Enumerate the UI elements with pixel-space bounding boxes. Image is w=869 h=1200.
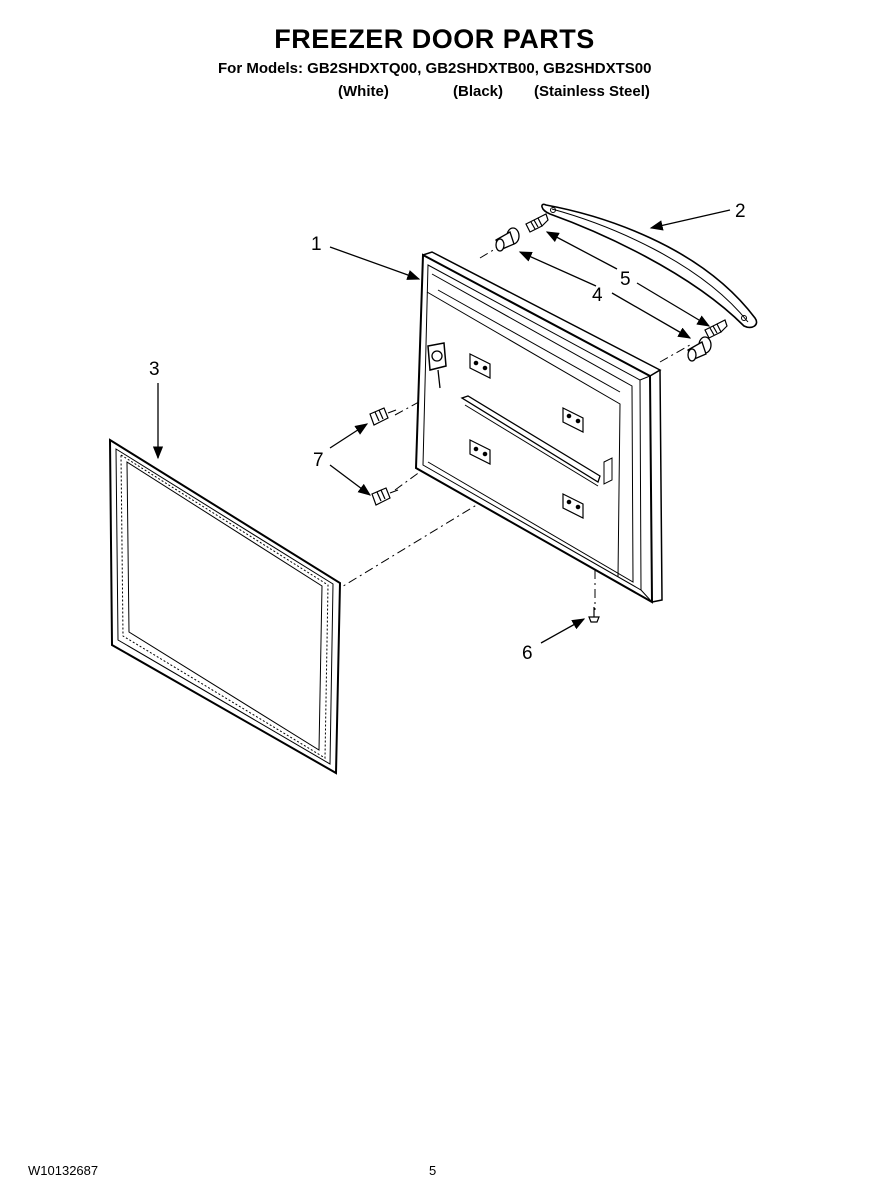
handle-spacers	[495, 227, 712, 362]
door-handle	[541, 203, 758, 329]
models-line: For Models: GB2SHDXTQ00, GB2SHDXTB00, GB…	[218, 60, 652, 77]
callout-4: 4	[592, 285, 603, 306]
callout-6: 6	[522, 643, 533, 664]
door-plug	[588, 607, 600, 623]
callout-2: 2	[735, 201, 746, 222]
variant-black: (Black)	[453, 83, 504, 100]
door-liner	[414, 251, 663, 604]
document-number: W10132687	[28, 1163, 99, 1178]
page-title: FREEZER DOOR PARTS	[274, 24, 595, 54]
variant-white: (White)	[338, 83, 389, 100]
callout-3: 3	[149, 359, 160, 380]
callout-1: 1	[311, 234, 322, 255]
leader-lines	[152, 209, 731, 644]
page-number: 5	[429, 1163, 437, 1178]
callout-5: 5	[620, 269, 631, 290]
liner-screws	[369, 407, 399, 506]
variant-stainless-steel: (Stainless Steel)	[534, 83, 650, 100]
door-gasket	[108, 438, 342, 775]
handle-screws	[525, 213, 728, 339]
callout-7: 7	[313, 450, 324, 471]
